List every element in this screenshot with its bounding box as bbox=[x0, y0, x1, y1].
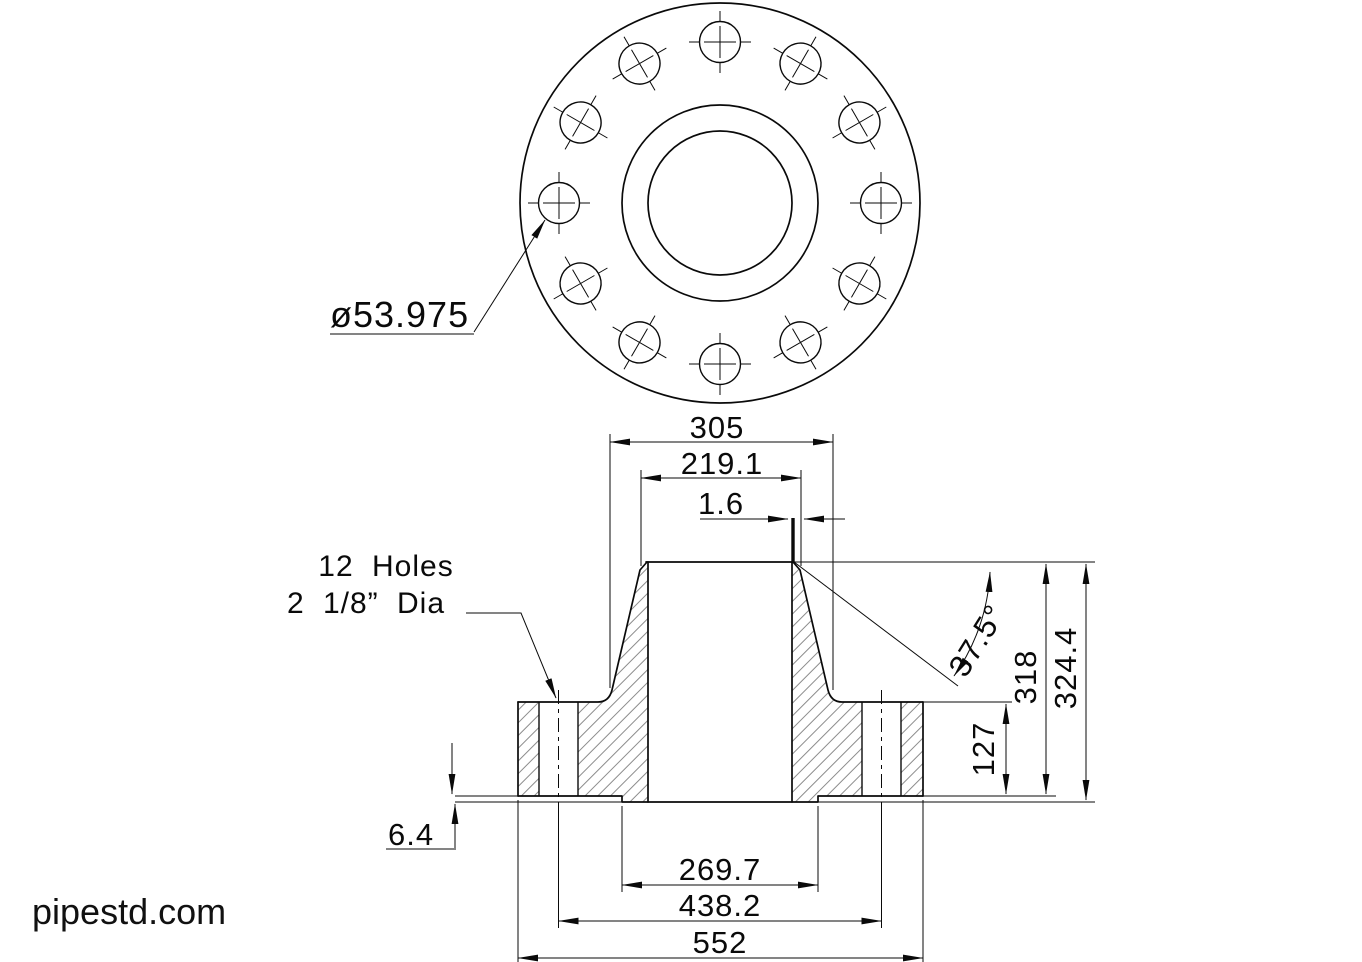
dim-raised-face-height: 6.4 bbox=[386, 743, 459, 852]
dim-neck-od: 219.1 bbox=[640, 446, 802, 482]
right-hub-profile bbox=[792, 561, 924, 703]
dim-bevel-angle: 37.5° bbox=[793, 561, 1013, 687]
dim-flange-thickness-text: 127 bbox=[966, 722, 1001, 777]
dim-bolt-circle-diameter-text: 438.2 bbox=[679, 888, 762, 923]
dim-neck-od-text: 219.1 bbox=[681, 446, 764, 481]
raised-face-circle bbox=[621, 104, 819, 302]
dim-hub-base-diameter: 305 bbox=[609, 410, 834, 446]
flange-outer-circle bbox=[519, 2, 921, 404]
holes-size-label: 2 1/8” Dia bbox=[287, 587, 445, 620]
dim-overall-length: 324.4 bbox=[1048, 563, 1090, 801]
flange-bottom-raised-face bbox=[517, 795, 924, 803]
holes-note-leader bbox=[466, 612, 557, 699]
bolt-hole-diameter-label: ø53.975 bbox=[330, 294, 469, 335]
dim-raised-face-diameter-text: 269.7 bbox=[679, 852, 762, 887]
dim-flange-od: 552 bbox=[517, 925, 924, 962]
dim-overall-length-text: 324.4 bbox=[1048, 627, 1083, 710]
dim-length-through-hub: 318 bbox=[1008, 563, 1050, 795]
bolt-hole-centerlines bbox=[558, 690, 882, 928]
dim-flange-thickness: 127 bbox=[966, 703, 1010, 795]
left-hub-profile bbox=[517, 561, 648, 703]
section-outline bbox=[517, 518, 924, 803]
dimensions: 305 219.1 1.6 37.5° 318 324 bbox=[386, 410, 1090, 962]
dim-root-face: 1.6 bbox=[698, 486, 845, 523]
holes-note: 12 Holes 2 1/8” Dia bbox=[287, 550, 557, 699]
extension-lines bbox=[455, 434, 1095, 962]
dim-bevel-angle-text: 37.5° bbox=[942, 598, 1013, 682]
dim-raised-face-diameter: 269.7 bbox=[621, 852, 819, 889]
dim-length-through-hub-text: 318 bbox=[1008, 650, 1043, 705]
dim-bolt-circle-diameter: 438.2 bbox=[558, 888, 882, 925]
bolt-holes bbox=[528, 11, 912, 395]
dim-flange-od-text: 552 bbox=[693, 925, 748, 960]
dim-hub-base-diameter-text: 305 bbox=[690, 410, 745, 445]
section-view: 305 219.1 1.6 37.5° 318 324 bbox=[287, 410, 1095, 962]
section-hatching bbox=[518, 562, 923, 802]
top-view: ø53.975 bbox=[330, 2, 921, 404]
bolt-hole-diameter-callout: ø53.975 bbox=[330, 219, 546, 335]
leader-line bbox=[473, 219, 546, 333]
bore-circle bbox=[647, 130, 793, 276]
watermark: pipestd.com bbox=[32, 891, 226, 932]
holes-count-label: 12 Holes bbox=[318, 550, 453, 583]
dim-root-face-text: 1.6 bbox=[698, 486, 744, 521]
dim-raised-face-height-text: 6.4 bbox=[388, 817, 434, 852]
